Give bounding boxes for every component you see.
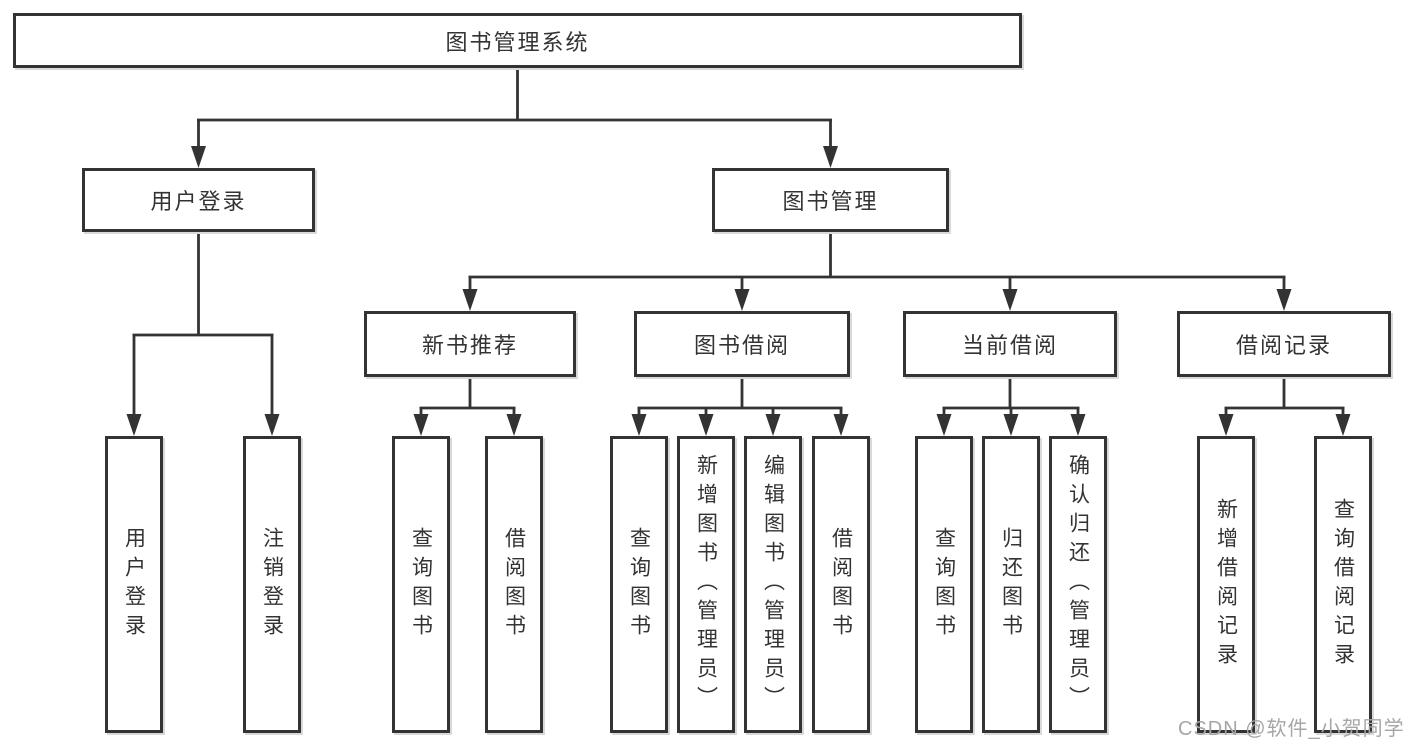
arrowhead — [734, 289, 750, 311]
arrowhead — [1335, 414, 1351, 436]
arrowhead — [506, 414, 522, 436]
arrowhead — [631, 414, 647, 436]
arrowhead — [1218, 414, 1234, 436]
node-current-borrow: 当前借阅 — [903, 311, 1117, 377]
leaf-borrow-books-recommend: 借阅图书 — [485, 436, 543, 733]
node-label: 借阅记录 — [1235, 333, 1332, 358]
arrowhead — [413, 414, 429, 436]
leaf-add-borrow-record: 新增借阅记录 — [1197, 436, 1255, 733]
leaf-return-book: 归还图书 — [982, 436, 1040, 733]
arrowhead — [833, 414, 849, 436]
leaf-logout: 注销登录 — [243, 436, 301, 733]
leaf-add-book-admin: 新增图书（管理员） — [677, 436, 735, 733]
leaf-user-login: 用户登录 — [105, 436, 163, 733]
node-label: 查询图书 — [627, 526, 651, 643]
node-label: 查询借阅记录 — [1331, 497, 1355, 672]
node-new-book-recommend: 新书推荐 — [364, 311, 576, 377]
leaf-edit-book-admin: 编辑图书（管理员） — [744, 436, 802, 733]
node-label: 借阅图书 — [502, 526, 526, 643]
node-label: 编辑图书（管理员） — [761, 454, 785, 715]
node-label: 新书推荐 — [421, 333, 518, 358]
node-label: 新增图书（管理员） — [694, 454, 718, 715]
node-label: 查询图书 — [409, 526, 433, 643]
leaf-query-borrow-record: 查询借阅记录 — [1314, 436, 1372, 733]
arrowhead — [1002, 289, 1018, 311]
arrowhead — [1070, 414, 1086, 436]
arrowhead — [698, 414, 714, 436]
node-label: 图书管理系统 — [445, 29, 590, 55]
csdn-watermark: CSDN @软件_小贺同学 — [1178, 718, 1405, 740]
arrowhead — [936, 414, 952, 436]
arrowhead — [1276, 289, 1292, 311]
arrowhead — [191, 146, 206, 168]
node-user-login: 用户登录 — [82, 168, 315, 232]
arrowhead — [264, 414, 280, 436]
node-label: 注销登录 — [260, 526, 284, 643]
node-label: 图书借阅 — [693, 333, 790, 358]
node-book-borrow: 图书借阅 — [634, 311, 850, 377]
leaf-query-books-borrow: 查询图书 — [610, 436, 668, 733]
arrowhead — [823, 146, 838, 168]
arrowhead — [765, 414, 781, 436]
leaf-borrow-books-2: 借阅图书 — [812, 436, 870, 733]
node-label: 图书管理 — [782, 189, 879, 214]
leaf-query-books-recommend: 查询图书 — [392, 436, 450, 733]
node-label: 借阅图书 — [829, 526, 853, 643]
node-label: 查询图书 — [932, 526, 956, 643]
node-root: 图书管理系统 — [13, 13, 1022, 68]
node-label: 当前借阅 — [961, 333, 1058, 358]
leaf-query-books-current: 查询图书 — [915, 436, 973, 733]
node-book-management: 图书管理 — [712, 168, 949, 232]
node-label: 确认归还（管理员） — [1066, 454, 1090, 715]
node-label: 归还图书 — [999, 526, 1023, 643]
arrowhead — [1003, 414, 1019, 436]
node-label: 新增借阅记录 — [1214, 497, 1238, 672]
node-label: 用户登录 — [122, 526, 146, 643]
node-borrow-records: 借阅记录 — [1177, 311, 1391, 377]
leaf-confirm-return-admin: 确认归还（管理员） — [1049, 436, 1107, 733]
arrowhead — [126, 414, 142, 436]
node-label: 用户登录 — [150, 189, 247, 214]
arrowhead — [462, 289, 478, 311]
